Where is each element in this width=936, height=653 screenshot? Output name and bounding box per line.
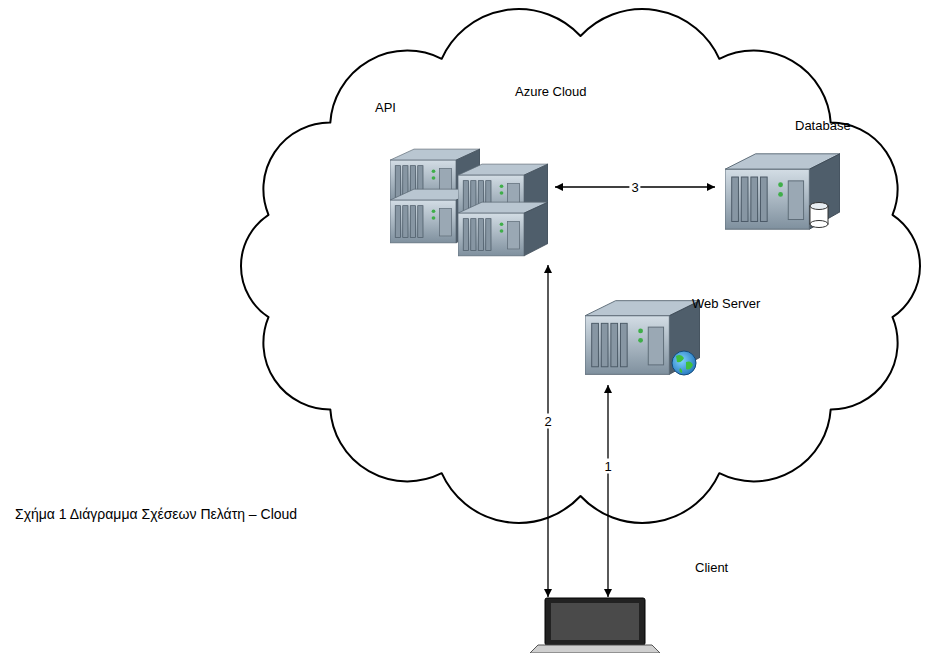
node-label: Client bbox=[695, 560, 728, 576]
node-label: Azure Cloud bbox=[515, 84, 587, 100]
api-node: API bbox=[365, 95, 555, 265]
database-node: Database bbox=[715, 110, 885, 240]
cloud-region: Azure CloudAPI DatabaseWeb Server bbox=[225, 0, 936, 532]
figure-caption: Σχήμα 1 Διάγραμμα Σχέσεων Πελάτη – Cloud bbox=[15, 506, 297, 523]
web-server-icon bbox=[585, 301, 700, 375]
node-label: API bbox=[375, 100, 396, 116]
cloud-outline-path bbox=[241, 9, 920, 523]
node-label: Database bbox=[795, 118, 851, 134]
api-server-icon bbox=[458, 202, 548, 256]
database-server-icon bbox=[725, 154, 840, 229]
connector-number: 3 bbox=[629, 180, 640, 195]
cloud-outline bbox=[225, 0, 936, 532]
node-label: Web Server bbox=[692, 296, 760, 312]
connector-number: 1 bbox=[602, 458, 613, 473]
client-node: Client bbox=[530, 597, 660, 653]
connector-arrow bbox=[607, 385, 608, 597]
connector-number: 2 bbox=[542, 414, 553, 429]
connector-arrow bbox=[547, 265, 548, 597]
laptop-icon bbox=[530, 598, 660, 653]
globe-symbol bbox=[672, 351, 696, 375]
database-cylinder bbox=[810, 203, 828, 228]
web-server-node: Web Server bbox=[580, 290, 800, 385]
